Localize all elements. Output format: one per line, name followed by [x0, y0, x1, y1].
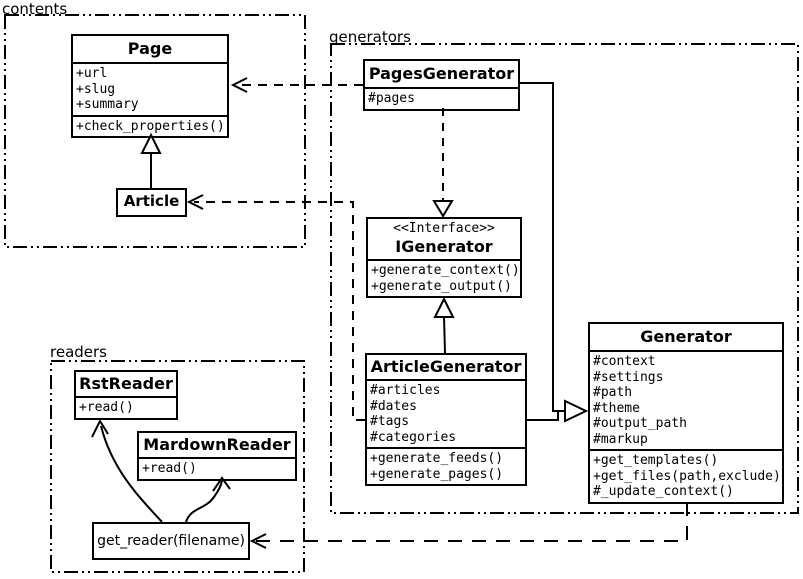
- class-page-attributes: +url +slug +summary: [73, 62, 227, 115]
- attribute: #markup: [593, 431, 648, 447]
- class-igenerator-methods: +generate_context() +generate_output(): [368, 259, 520, 296]
- package-contents-label: contents: [2, 0, 68, 18]
- attribute: #output_path: [593, 416, 687, 431]
- class-article: Article: [116, 188, 187, 217]
- method: +generate_output(): [371, 278, 512, 294]
- attribute: #categories: [370, 429, 457, 445]
- class-pagesgenerator: PagesGenerator #pages: [363, 59, 520, 111]
- attribute: #context: [593, 354, 656, 369]
- method: +generate_feeds(): [370, 451, 504, 466]
- attribute: #theme: [593, 400, 640, 416]
- class-generator-title: Generator: [640, 327, 732, 346]
- class-generator: Generator #context #settings #path #them…: [588, 322, 784, 504]
- attribute: #dates: [370, 398, 417, 414]
- attribute: #pages: [368, 91, 415, 106]
- class-page: Page +url +slug +summary +check_properti…: [71, 34, 229, 138]
- attribute: +summary: [76, 97, 139, 112]
- method: +get_templates(): [593, 453, 719, 468]
- class-rstreader-title: RstReader: [79, 374, 173, 393]
- class-igenerator-stereotype: <<Interface>>: [393, 221, 495, 236]
- package-readers-border: [50, 360, 305, 573]
- class-article-title: Article: [123, 192, 180, 210]
- class-articlegenerator-methods: +generate_feeds() +generate_pages(): [367, 447, 525, 484]
- function-get-reader-label: get_reader(filename): [97, 533, 245, 549]
- class-rstreader-methods: +read(): [76, 396, 176, 418]
- class-igenerator-name: IGenerator: [395, 237, 493, 256]
- package-generators-label: generators: [329, 28, 411, 46]
- class-page-methods: +check_properties(): [73, 114, 227, 137]
- class-mardownreader-title: MardownReader: [143, 435, 291, 454]
- class-articlegenerator-title: ArticleGenerator: [370, 357, 522, 376]
- method: +generate_pages(): [370, 466, 504, 482]
- method: +generate_context(): [371, 263, 520, 278]
- attribute: #tags: [370, 414, 410, 429]
- method: +get_files(path,exclude): [593, 468, 781, 484]
- package-generators-border: [330, 43, 799, 514]
- attribute: +url: [76, 66, 108, 81]
- package-contents-border: [4, 14, 306, 248]
- attribute: #articles: [370, 383, 441, 398]
- class-mardownreader-methods: +read(): [139, 457, 295, 479]
- class-generator-attributes: #context #settings #path #theme #output_…: [590, 350, 782, 449]
- package-readers-label: readers: [50, 343, 107, 361]
- method: +check_properties(): [76, 118, 225, 134]
- class-articlegenerator: ArticleGenerator #articles #dates #tags …: [365, 353, 527, 486]
- class-igenerator-title: <<Interface>> IGenerator: [368, 219, 520, 259]
- class-page-title: Page: [127, 39, 173, 58]
- class-rstreader: RstReader +read(): [74, 370, 178, 420]
- attribute: #settings: [593, 369, 664, 385]
- attribute: #path: [593, 385, 633, 400]
- class-igenerator: <<Interface>> IGenerator +generate_conte…: [366, 217, 522, 298]
- class-articlegenerator-attributes: #articles #dates #tags #categories: [367, 379, 525, 447]
- function-get-reader: get_reader(filename): [92, 522, 250, 560]
- method: +read(): [142, 461, 197, 476]
- class-mardownreader: MardownReader +read(): [137, 431, 297, 481]
- method: #_update_context(): [593, 484, 734, 499]
- class-pagesgenerator-title: PagesGenerator: [368, 64, 515, 83]
- class-pagesgenerator-attributes: #pages: [365, 87, 518, 109]
- attribute: +slug: [76, 81, 116, 97]
- method: +read(): [79, 400, 134, 415]
- class-generator-methods: +get_templates() +get_files(path,exclude…: [590, 449, 782, 502]
